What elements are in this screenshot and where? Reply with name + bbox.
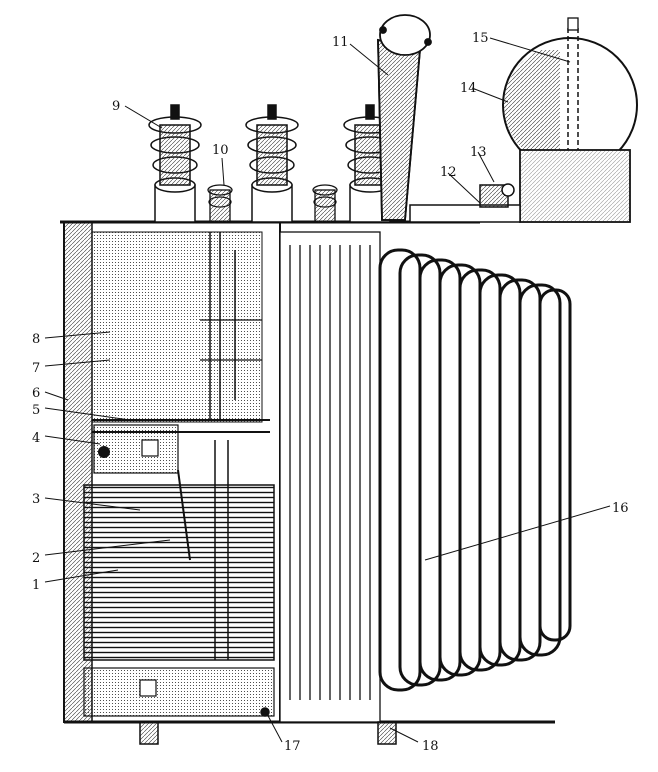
label-7: 7 [32,361,40,376]
label-18: 18 [422,739,439,754]
label-17: 17 [284,739,301,754]
label-13: 13 [470,145,487,160]
label-2: 2 [32,551,40,566]
label-1: 1 [32,578,40,593]
label-4: 4 [32,431,40,446]
small-bushing-1 [207,184,233,223]
conservator-tank [502,17,638,223]
bushing-2 [245,104,299,223]
radiator-tubes [279,231,381,723]
label-5: 5 [32,403,40,418]
small-bushing-2 [312,184,338,223]
label-14: 14 [460,81,477,96]
label-6: 6 [32,386,40,401]
exhaust-pipe [377,14,432,221]
tank-body [60,220,555,724]
label-15: 15 [472,31,489,46]
cooling-loops [378,248,572,692]
base-rollers [139,707,397,745]
label-8: 8 [32,332,40,347]
label-10: 10 [212,143,229,158]
leader-lines [44,37,611,743]
label-11: 11 [332,35,349,50]
bushing-1 [148,104,202,223]
number-labels: 1 2 3 4 5 6 7 8 9 10 11 12 13 14 15 16 1… [32,31,629,754]
gas-relay [409,183,521,223]
label-3: 3 [32,492,40,507]
label-9: 9 [112,99,120,114]
label-12: 12 [440,165,457,180]
label-16: 16 [612,501,629,516]
